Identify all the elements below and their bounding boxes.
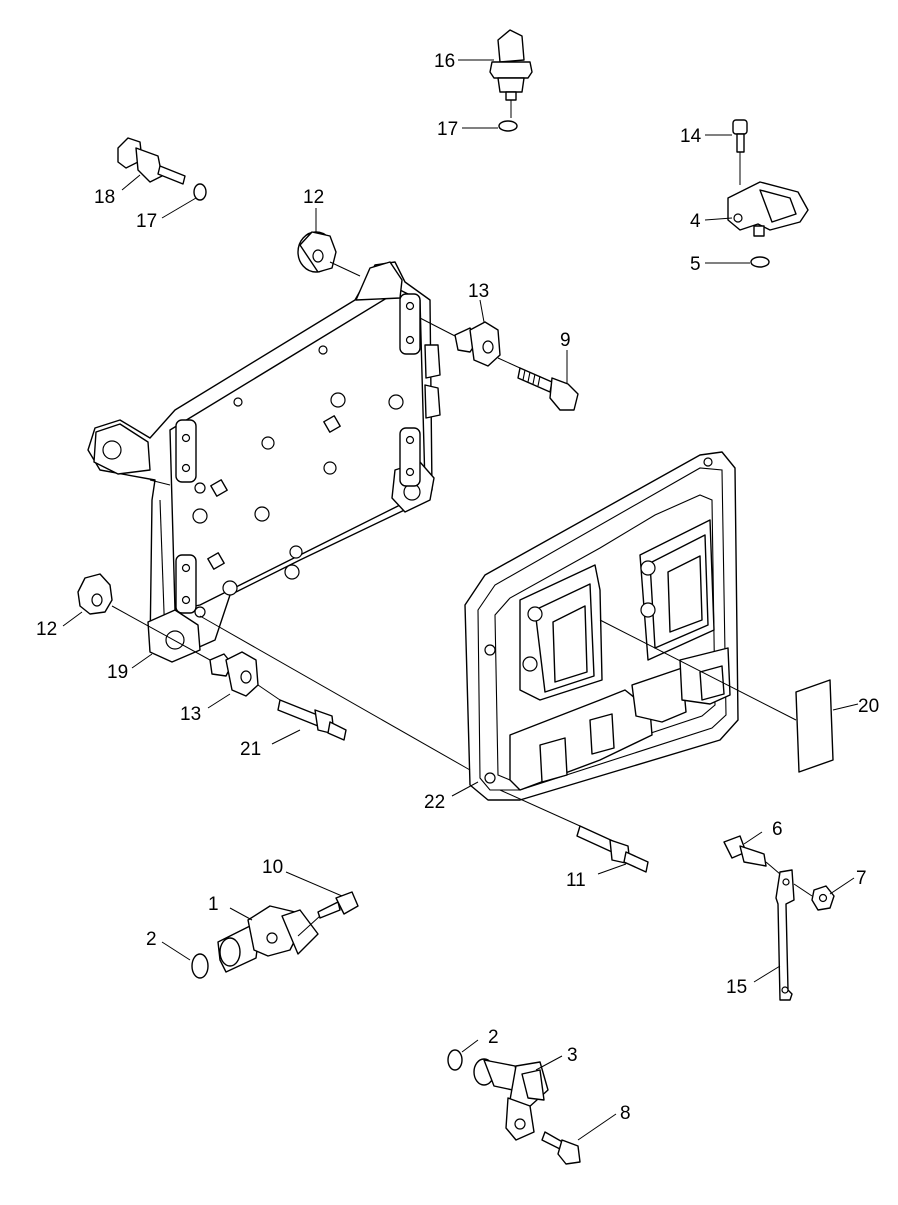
sensor-4	[727, 181, 809, 237]
callout-1: 1	[208, 894, 219, 915]
o-ring-5	[750, 256, 770, 268]
callout-14: 14	[680, 126, 702, 147]
stud-21	[277, 699, 347, 741]
o-ring-17-top	[498, 120, 518, 132]
screw-14	[732, 119, 748, 153]
bolt-9	[517, 367, 579, 411]
bushing-13-top	[454, 321, 501, 367]
o-ring-2-left	[191, 953, 209, 979]
bolt-8	[541, 1131, 581, 1165]
callout-17-left: 17	[136, 211, 157, 232]
callout-9: 9	[560, 330, 571, 351]
stud-11	[576, 825, 649, 873]
callout-2-left: 2	[146, 929, 157, 950]
nut-7	[811, 885, 835, 911]
callout-13-bottom: 13	[180, 704, 201, 725]
spacer-12-left	[77, 573, 113, 615]
callout-2-bottom: 2	[488, 1027, 499, 1048]
callout-12-top: 12	[303, 187, 324, 208]
mounting-bracket-19	[87, 261, 441, 663]
callout-4: 4	[690, 211, 701, 232]
callout-leaders	[62, 59, 859, 1141]
ecu-module-22	[464, 451, 739, 801]
callout-18: 18	[94, 187, 115, 208]
callout-16: 16	[434, 51, 455, 72]
callout-10: 10	[262, 857, 283, 878]
assembly-lines	[111, 100, 813, 937]
bolt-10	[317, 891, 359, 919]
callout-13-top: 13	[468, 281, 489, 302]
callout-5: 5	[690, 254, 701, 275]
callout-21: 21	[240, 739, 261, 760]
callout-6: 6	[772, 819, 783, 840]
sensor-6	[723, 835, 767, 867]
callout-7: 7	[856, 868, 867, 889]
callout-22: 22	[424, 792, 445, 813]
sensor-18	[117, 137, 186, 185]
sensor-3	[473, 1058, 549, 1141]
callout-20: 20	[858, 696, 879, 717]
callout-11: 11	[566, 870, 586, 891]
callout-19: 19	[107, 662, 128, 683]
callout-17-top: 17	[437, 119, 458, 140]
sensor-16	[489, 29, 533, 101]
strap-15	[775, 869, 795, 1001]
o-ring-2-bottom	[447, 1049, 463, 1071]
label-plate-20	[795, 679, 834, 773]
spacer-12-top	[297, 231, 337, 273]
callout-8: 8	[620, 1103, 631, 1124]
o-ring-17-left	[193, 183, 207, 201]
callout-labels: 16 17 14 4 5 18 17 12 13 9 12 19 13 21 2…	[36, 51, 879, 1124]
bushing-13-bottom	[209, 651, 259, 697]
callout-3: 3	[567, 1045, 578, 1066]
sensor-1	[217, 905, 319, 973]
callout-12-left: 12	[36, 619, 57, 640]
callout-15: 15	[726, 977, 747, 998]
